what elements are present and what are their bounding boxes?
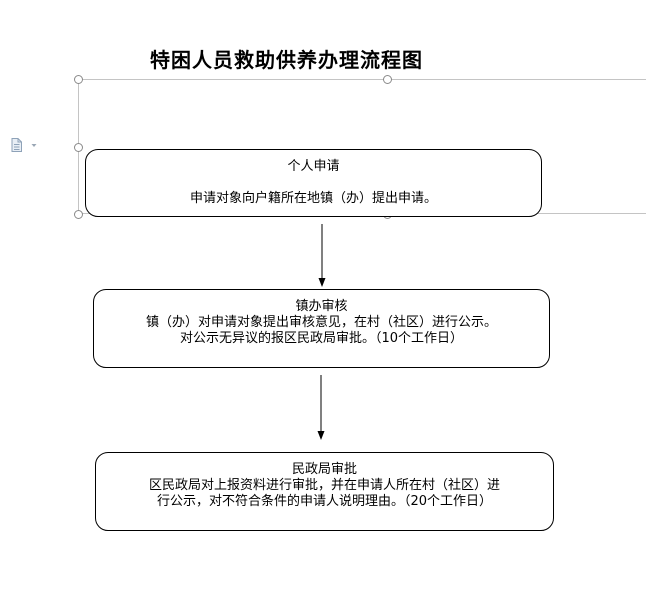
flow-arrow-2	[317, 375, 325, 440]
step-description: 对公示无异议的报区民政局审批。（10个工作日）	[179, 331, 464, 346]
flow-arrow-1	[318, 224, 326, 287]
step-box-personal-application: 个人申请 申请对象向户籍所在地镇（办）提出申请。	[85, 149, 542, 217]
step-description: 申请对象向户籍所在地镇（办）提出申请。	[189, 191, 437, 206]
step-heading: 民政局审批	[291, 462, 357, 477]
step-box-town-review: 镇办审核 镇（办）对申请对象提出审核意见，在村（社区）进行公示。 对公示无异议的…	[93, 289, 550, 368]
step-description: 行公示，对不符合条件的申请人说明理由。（20个工作日）	[156, 494, 493, 509]
document-icon[interactable]	[11, 138, 41, 152]
caret-down-icon	[31, 144, 37, 147]
step-description: 镇（办）对申请对象提出审核意见，在村（社区）进行公示。	[145, 315, 497, 330]
step-heading: 个人申请	[287, 159, 340, 174]
step-heading: 镇办审核	[295, 299, 348, 314]
diagram-title: 特困人员救助供养办理流程图	[150, 48, 423, 72]
resize-handle-top-middle[interactable]	[383, 75, 392, 84]
step-description: 区民政局对上报资料进行审批，并在申请人所在村（社区）进	[148, 478, 500, 493]
resize-handle-middle-left[interactable]	[74, 143, 83, 152]
resize-handle-top-left[interactable]	[74, 75, 83, 84]
step-box-civil-affairs-approval: 民政局审批 区民政局对上报资料进行审批，并在申请人所在村（社区）进 行公示，对不…	[95, 452, 554, 531]
resize-handle-bottom-left[interactable]	[74, 210, 83, 219]
